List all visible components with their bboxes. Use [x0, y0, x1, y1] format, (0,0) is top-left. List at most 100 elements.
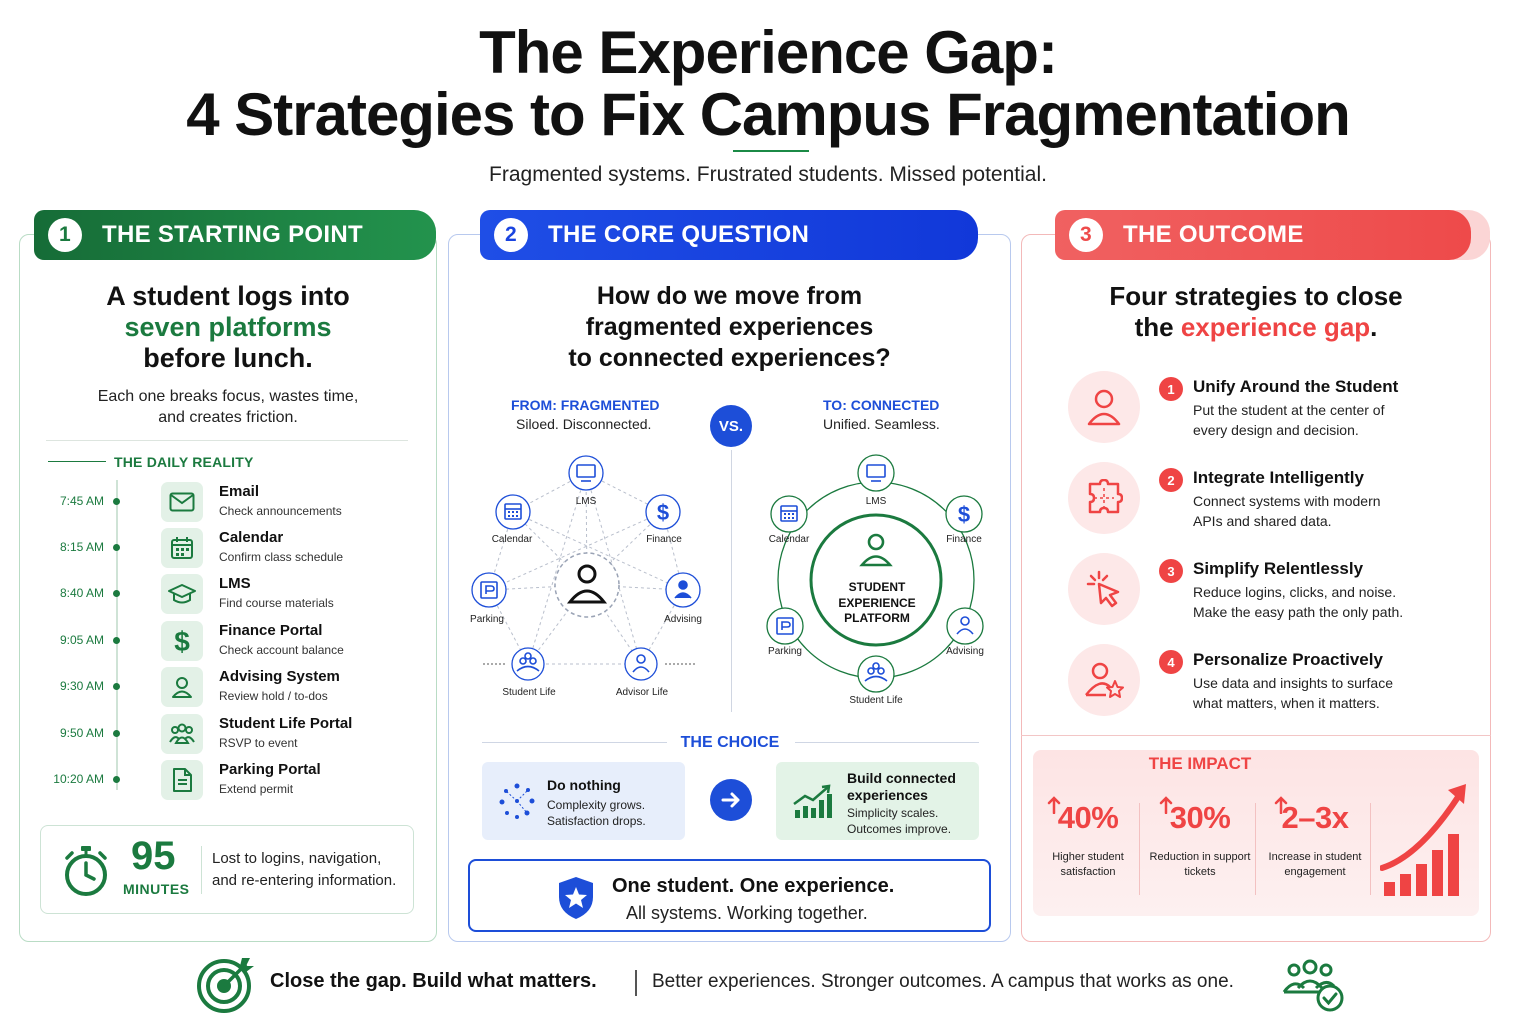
platform-task: Confirm class schedule	[219, 550, 344, 564]
envelope-icon	[161, 482, 203, 522]
section-label: THE OUTCOME	[1123, 221, 1304, 248]
timeline-time: 8:40 AM	[59, 586, 104, 600]
strategy-title: Simplify Relentlessly	[1193, 559, 1364, 578]
platform-name: Parking Portal	[219, 761, 321, 778]
node-label-advising: Advising	[946, 646, 984, 657]
platform-name: Finance Portal	[219, 622, 323, 639]
shield-star-icon	[559, 877, 593, 919]
heading-line: How do we move from	[596, 282, 863, 310]
person-star-icon	[1068, 644, 1140, 716]
node-label-advisor-life: Advisor Life	[615, 687, 669, 698]
timeline-time: 10:20 AM	[53, 772, 104, 786]
arrow-up-icon	[1047, 796, 1061, 814]
option-title: Do nothing	[547, 777, 621, 793]
node-label-advising: Advising	[664, 614, 702, 625]
arrow-up-icon	[1159, 796, 1173, 814]
node-label-lms: LMS	[575, 496, 597, 507]
from-heading: FROM: FRAGMENTED	[511, 397, 660, 413]
calendar-icon	[161, 528, 203, 568]
option-text-line: Outcomes improve.	[847, 822, 952, 836]
vs-divider	[731, 450, 732, 712]
timeline-dot	[113, 498, 120, 505]
impact-value: 30%	[1169, 800, 1231, 835]
divider	[201, 846, 202, 894]
timeline-line	[116, 480, 118, 790]
subtitle: Fragmented systems. Frustrated students.…	[489, 163, 1047, 186]
strategy-number: 1	[1159, 377, 1183, 401]
heading-line: A student logs into	[106, 281, 350, 311]
strategy-number: 3	[1159, 559, 1183, 583]
timeline-dot	[113, 730, 120, 737]
banner-subline: All systems. Working together.	[626, 903, 868, 923]
section-label: THE STARTING POINT	[102, 221, 363, 248]
daily-reality-rule	[48, 461, 106, 462]
strategy-description: Reduce logins, clicks, and noise. Make th…	[1193, 582, 1403, 622]
to-subtitle: Unified. Seamless.	[823, 416, 940, 432]
impact-label-line: Increase in student	[1268, 851, 1362, 863]
timeline-time: 8:15 AM	[59, 540, 104, 554]
choice-rule-left	[482, 742, 667, 743]
timeline-dot	[113, 590, 120, 597]
banner-headline: One student. One experience.	[612, 875, 895, 897]
node-label-parking: Parking	[768, 646, 802, 657]
growth-chart-icon	[793, 784, 832, 818]
platform-label-line: STUDENT	[848, 580, 906, 594]
option-text: Complexity grows. Satisfaction drops.	[547, 797, 646, 829]
option-do-nothing: Do nothing Complexity grows. Satisfactio…	[482, 762, 685, 840]
heading-fragment: the	[1134, 312, 1181, 342]
platform-task: Find course materials	[219, 596, 334, 610]
section-number: 1	[48, 218, 82, 252]
strategy-description-line: Use data and insights to surface	[1193, 675, 1394, 691]
timeline-time: 7:45 AM	[59, 494, 104, 508]
impact-label-line: engagement	[1284, 866, 1346, 878]
choice-rule-right	[795, 742, 979, 743]
strategy-title: Integrate Intelligently	[1193, 468, 1364, 487]
option-text: Simplicity scales. Outcomes improve.	[847, 805, 951, 837]
option-text-line: Complexity grows.	[547, 798, 646, 812]
starting-point-heading: A student logs into seven platforms befo…	[19, 281, 437, 374]
node-label-finance: Finance	[646, 534, 682, 545]
footer-headline: Close the gap. Build what matters.	[270, 970, 597, 992]
strategy-number: 2	[1159, 468, 1183, 492]
platform-task: RSVP to event	[219, 736, 298, 750]
section-number: 2	[494, 218, 528, 252]
node-label-student-life: Student Life	[849, 695, 903, 706]
option-title-line: experiences	[847, 787, 928, 803]
platform-name: Email	[219, 483, 260, 500]
platform-label-line: PLATFORM	[844, 611, 910, 625]
strategy-description-line: Reduce logins, clicks, and noise.	[1193, 584, 1397, 600]
main-title-line2: 4 Strategies to Fix Campus Fragmentation	[186, 81, 1351, 148]
svg-text:$: $	[657, 500, 669, 525]
impact-label-line: Higher student	[1052, 851, 1124, 863]
arrow-up-icon	[1274, 796, 1288, 814]
person-icon	[1068, 371, 1140, 443]
impact-value: 40%	[1057, 800, 1119, 835]
timeline-time: 9:50 AM	[59, 726, 104, 740]
text-line: Lost to logins, navigation,	[212, 850, 382, 867]
outcome-heading: Four strategies to close the experience …	[1021, 281, 1491, 343]
option-build-connected: Build connected experiences Simplicity s…	[776, 762, 979, 840]
platform-task: Check announcements	[219, 504, 342, 518]
svg-text:$: $	[174, 627, 190, 655]
impact-value: 2–3x	[1281, 800, 1349, 835]
strategy-description-line: Make the easy path the only path.	[1193, 604, 1404, 620]
strategy-number: 4	[1159, 650, 1183, 674]
panel-starting-point	[19, 234, 437, 942]
node-label-lms: LMS	[865, 496, 887, 507]
strategy-description-line: Connect systems with modern	[1193, 493, 1381, 509]
heading-fragment: .	[1370, 312, 1378, 342]
person-icon	[161, 667, 203, 707]
main-title-line1: The Experience Gap:	[479, 19, 1058, 86]
divider	[1139, 803, 1140, 895]
from-subtitle: Siloed. Disconnected.	[516, 416, 652, 432]
impact-label-line: tickets	[1184, 866, 1216, 878]
option-title-line: Build connected	[847, 770, 956, 786]
one-student-banner: One student. One experience. All systems…	[468, 859, 991, 932]
